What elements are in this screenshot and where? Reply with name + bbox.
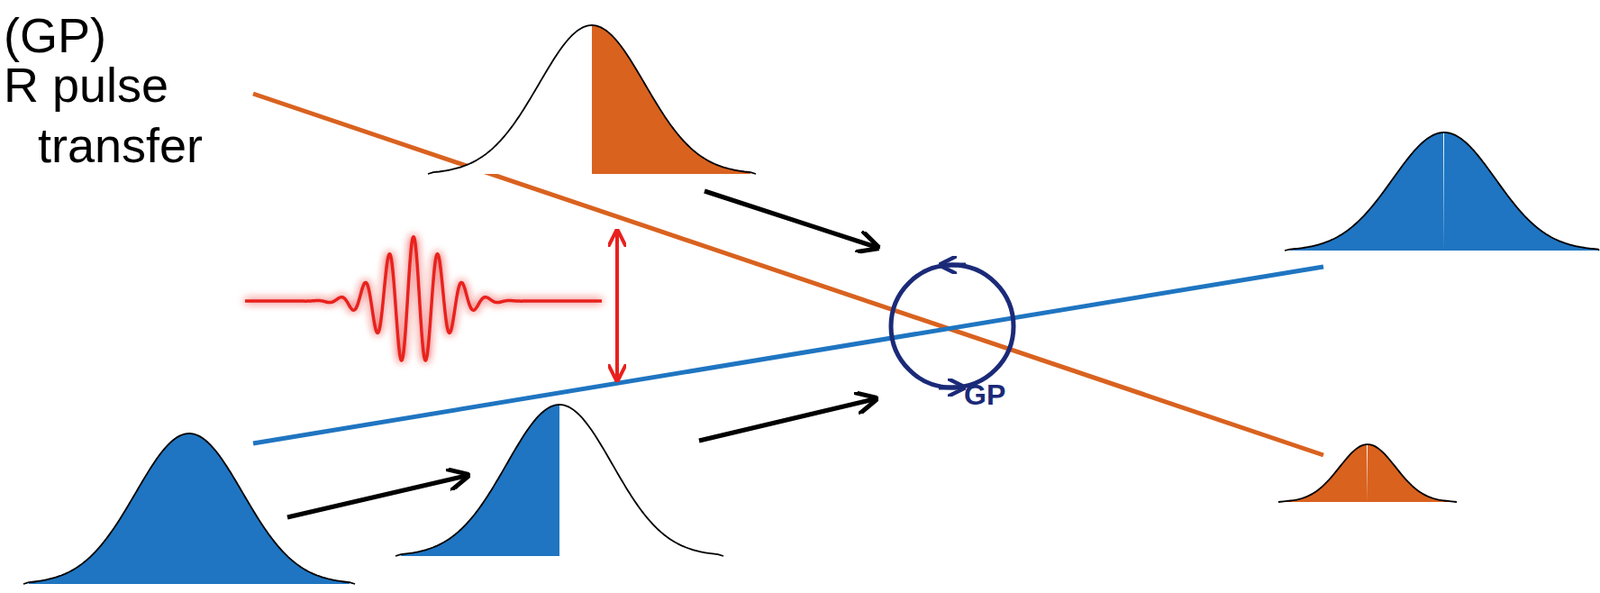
wavepacket-fill	[1290, 132, 1445, 251]
geometric-phase-loop	[890, 264, 1014, 388]
excited-state-line	[253, 93, 1324, 455]
wavepacket-fill	[591, 25, 751, 174]
transition-arrow	[615, 232, 619, 379]
caption-text: R pulse	[3, 60, 169, 110]
phase-label: GP	[963, 380, 1006, 410]
wavepacket-fill	[28, 433, 190, 584]
wavepacket-fill	[1444, 132, 1599, 251]
loop-arrow	[938, 385, 957, 391]
motion-arrow	[287, 475, 466, 518]
wavepacket-fill	[559, 404, 719, 556]
wavepacket-outline	[427, 25, 756, 174]
wavepacket-outline	[1284, 132, 1600, 251]
laser-pulse	[245, 236, 602, 361]
wavepacket-fill	[400, 404, 560, 556]
caption-text: transfer	[37, 120, 203, 170]
wavepacket-fill	[1367, 444, 1452, 502]
motion-arrow	[704, 190, 876, 247]
ground-state-line	[253, 266, 1324, 444]
wavepacket-outline	[1278, 444, 1457, 502]
loop-arrow	[947, 263, 966, 268]
wavepacket-fill	[433, 25, 592, 174]
wavepacket-fill	[1283, 444, 1368, 502]
motion-arrow	[699, 399, 874, 441]
wavepacket-outline	[23, 433, 355, 584]
caption-text: (GP)	[3, 10, 107, 60]
